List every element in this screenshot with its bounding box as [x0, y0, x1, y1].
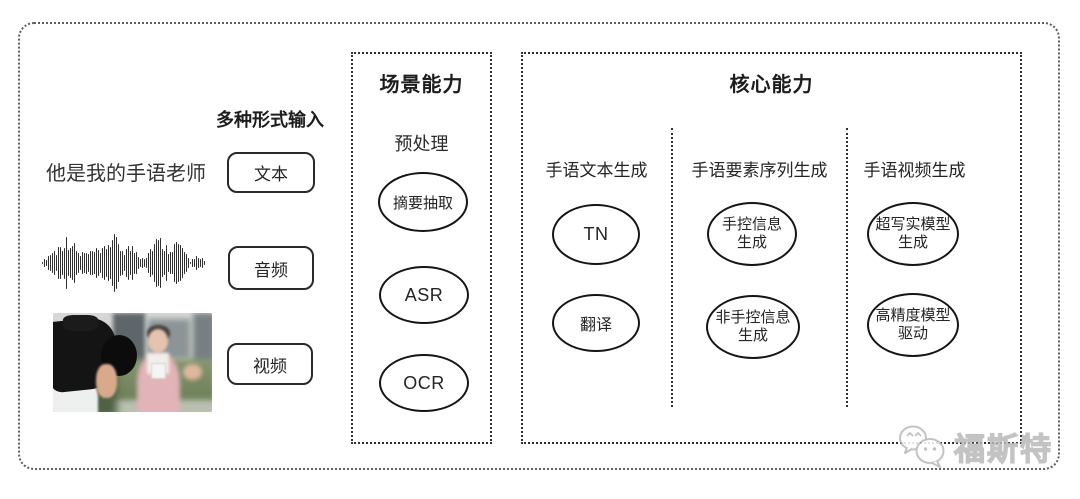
watermark: 福斯特 [896, 422, 1053, 470]
node-ocr: OCR [379, 354, 469, 412]
node-label: 摘要抽取 [392, 194, 453, 212]
node-translation: 翻译 [552, 294, 640, 352]
scene-capability-title: 场景能力 [379, 74, 464, 96]
core-capability-title: 核心能力 [729, 74, 814, 96]
node-hyperrealistic-model-generation: 超写实模型生成 [867, 202, 959, 266]
photo-reporter-head [148, 328, 169, 353]
column-header-sl-text-generation: 手语文本生成 [545, 161, 648, 180]
node-tn: TN [552, 204, 640, 265]
video-thumbnail [53, 313, 212, 412]
node-label: 翻译 [579, 317, 612, 334]
scene-capability-box [351, 52, 492, 444]
inputs-header: 多种形式输入 [216, 110, 324, 130]
node-label: 高精度模型驱动 [875, 307, 951, 342]
photo-cameraman-hand [95, 364, 117, 399]
audio-waveform-icon [42, 229, 208, 297]
core-capability-box [521, 52, 1022, 444]
input-type-text-label: 文本 [254, 165, 288, 184]
input-type-text-box: 文本 [227, 152, 315, 193]
photo-microphone [150, 362, 166, 380]
node-label: TN [583, 224, 609, 244]
core-column-divider [846, 128, 848, 407]
input-sample-sentence: 他是我的手语老师 [46, 163, 206, 185]
column-header-sl-video-generation: 手语视频生成 [863, 161, 966, 180]
input-type-video-label: 视频 [253, 356, 287, 376]
node-non-manual-info-generation: 非手控信息生成 [706, 295, 800, 359]
wechat-icon [899, 425, 945, 468]
photo-camera-top [62, 314, 98, 331]
core-column-divider [671, 128, 673, 407]
node-label: 手控信息生成 [721, 216, 782, 251]
node-label: 非手控信息生成 [715, 309, 791, 344]
preprocess-label: 预处理 [394, 134, 449, 154]
node-label: 超写实模型生成 [875, 216, 951, 251]
input-type-audio-box: 音频 [228, 246, 314, 290]
node-high-precision-model-driving: 高精度模型驱动 [867, 293, 959, 357]
node-label: ASR [404, 284, 444, 305]
input-type-audio-label: 音频 [254, 260, 288, 280]
node-asr: ASR [379, 266, 469, 324]
photo-reporter-hand [183, 364, 203, 381]
watermark-text: 福斯特 [953, 431, 1053, 467]
node-summary-extraction: 摘要抽取 [378, 172, 468, 232]
node-manual-info-generation: 手控信息生成 [707, 202, 797, 266]
photo-building [192, 313, 212, 365]
column-header-sl-element-sequence-generation: 手语要素序列生成 [691, 161, 828, 180]
node-label: OCR [403, 372, 445, 393]
outer-frame [18, 22, 1060, 470]
input-type-video-box: 视频 [227, 343, 313, 385]
